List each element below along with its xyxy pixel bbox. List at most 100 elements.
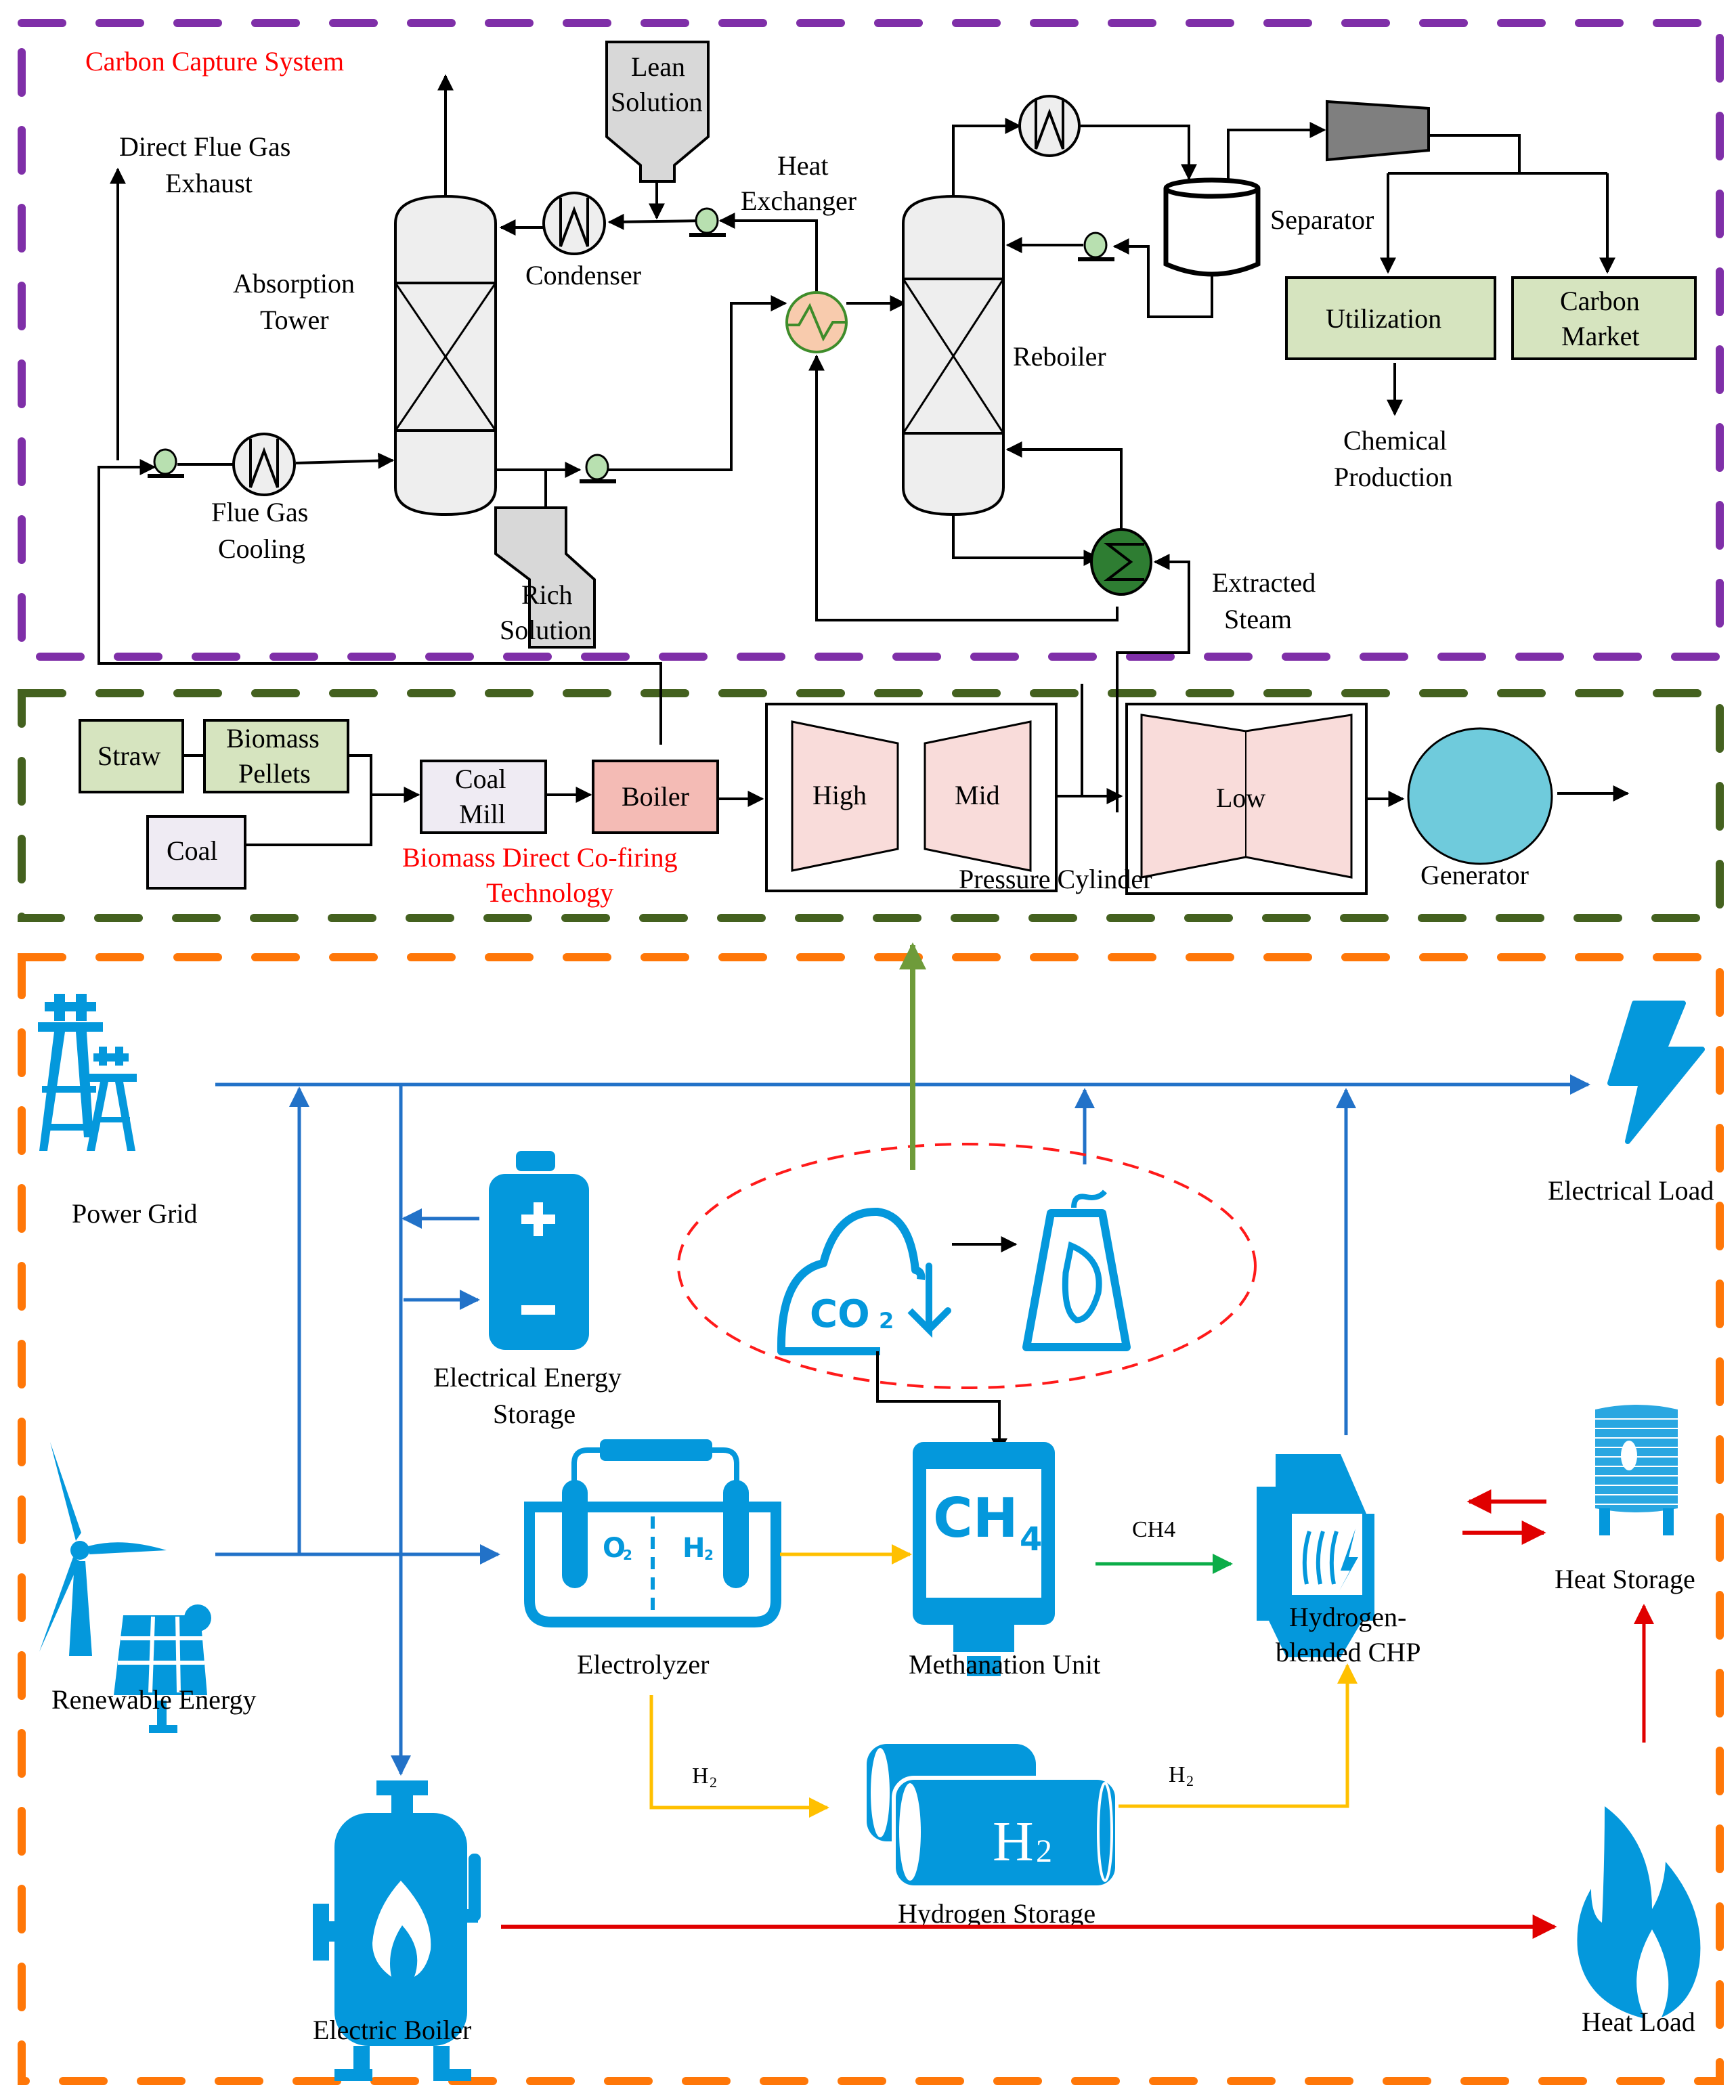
chp-label-2: blended CHP (1276, 1637, 1420, 1667)
pipe (608, 295, 787, 471)
pipe (607, 213, 705, 230)
pipe (1005, 441, 1123, 529)
heat-storage-tank-icon (1595, 1405, 1678, 1535)
pump-icon (1078, 232, 1114, 261)
solar-panel-icon (114, 1604, 211, 1733)
extracted-steam-line (1116, 554, 1190, 812)
heat-storage-label: Heat Storage (1555, 1564, 1695, 1594)
direct-flue-gas-label-2: Exhaust (165, 168, 253, 198)
pipe (1112, 238, 1213, 318)
ch4-text: CH (933, 1487, 1018, 1550)
rich-solution-label-2: Solution (500, 615, 592, 645)
co-firing-border (18, 689, 1724, 922)
h2-flow-subscript-right: 2 (1186, 1772, 1194, 1789)
overhead-condenser-icon (1018, 95, 1081, 157)
h2-storage-to-chp-line (1119, 1663, 1358, 1808)
generator-icon (1407, 727, 1553, 865)
o2-subscript: 2 (623, 1547, 632, 1563)
absorption-tower-label-2: Tower (260, 305, 329, 335)
pipe (1081, 125, 1197, 181)
h2-flow-label-left: H (692, 1764, 709, 1789)
pump-icon (689, 207, 726, 237)
extracted-steam-label: Extracted (1212, 567, 1316, 598)
flue-gas-cooling-label-2: Cooling (218, 533, 305, 564)
coal-box (146, 815, 246, 890)
pump-icon (148, 448, 184, 478)
electrolyzer-to-h2-storage-line (649, 1695, 829, 1818)
lean-solution-label: Lean (631, 51, 685, 82)
utilization-box (1285, 276, 1496, 360)
carbon-market-label-2: Market (1561, 321, 1640, 351)
lightning-bolt-icon (1607, 1001, 1705, 1144)
pump-icon (580, 454, 616, 483)
stripper-column-icon (902, 194, 1005, 517)
flame-icon (1577, 1806, 1701, 2019)
co2-subscript: 2 (879, 1308, 894, 1334)
wind-turbine-icon (39, 1442, 167, 1656)
low-label: Low (1216, 783, 1265, 813)
pipe (808, 354, 1119, 621)
carbon-conversion-group (677, 1143, 1257, 1389)
green-factory-icon (1022, 1189, 1131, 1351)
ch4-flow-label: CH4 (1132, 1517, 1175, 1542)
renewable-label: Renewable Energy (51, 1684, 256, 1715)
generator-label: Generator (1420, 860, 1529, 890)
heat-exchanger-label: Heat (777, 150, 829, 181)
compressor-icon (1326, 100, 1430, 162)
o2-text: O (603, 1533, 626, 1564)
hydrogen-storage-label: Hydrogen Storage (898, 1898, 1095, 1929)
energy-system-border (18, 953, 1724, 2085)
co2-cloud-icon: CO 2 (777, 1207, 951, 1355)
condenser-icon (542, 192, 606, 255)
carbon-market-label: Carbon (1560, 286, 1640, 316)
boiler-box (592, 760, 719, 834)
chemical-production-label: Chemical (1343, 425, 1447, 456)
electric-boiler-label: Electric Boiler (313, 2015, 471, 2045)
boiler-label: Boiler (622, 781, 689, 812)
carbon-capture-title: Carbon Capture System (85, 46, 344, 76)
lean-solution-tank-icon (605, 41, 710, 183)
biomass-pellets-label-2: Pellets (238, 758, 311, 789)
h2-flow-subscript-left: 2 (710, 1774, 717, 1791)
h2-text: H (682, 1533, 705, 1564)
coal-mill-box (420, 760, 547, 834)
coal-mill-label-2: Mill (459, 799, 506, 829)
biomass-pellets-label: Biomass (226, 723, 320, 753)
pipe (295, 452, 395, 469)
h2-flow-label-right: H (1169, 1762, 1186, 1787)
rich-solution-tank-icon (494, 506, 596, 649)
flue-gas-cooler-icon (232, 433, 296, 496)
pipe (952, 515, 1100, 566)
electric-boiler-icon (313, 1780, 481, 2081)
separator-icon (1163, 177, 1261, 277)
pipe (1227, 122, 1326, 181)
rich-solution-label: Rich (521, 579, 573, 610)
ees-label: Electrical Energy (433, 1362, 622, 1393)
chp-unit-icon (1257, 1454, 1374, 1657)
high-label: High (812, 780, 867, 810)
ch4-subscript: 4 (1020, 1521, 1042, 1558)
reboiler-label: Reboiler (1013, 341, 1106, 372)
high-pressure-turbine (791, 720, 899, 872)
direct-flue-gas-label: Direct Flue Gas (119, 131, 290, 162)
ees-label-2: Storage (493, 1399, 576, 1429)
mid-pressure-turbine (924, 720, 1032, 872)
pipe (1429, 134, 1521, 173)
electrical-load-label: Electrical Load (1548, 1175, 1714, 1206)
chemical-production-label-2: Production (1334, 462, 1453, 492)
hydrogen-storage-icon: H 2 (867, 1744, 1119, 1889)
flue-gas-return-line (97, 459, 662, 745)
chp-label: Hydrogen- (1289, 1602, 1406, 1632)
pressure-cylinder-label: Pressure Cylinder (959, 864, 1152, 894)
h2-tank-text: H (993, 1810, 1034, 1873)
heat-exchanger-icon (785, 291, 848, 353)
heat-exchanger-label-2: Exchanger (741, 185, 856, 216)
separator-label: Separator (1270, 204, 1374, 235)
absorption-tower-label: Absorption (233, 268, 355, 299)
flue-gas-cooling-label: Flue Gas (211, 497, 308, 527)
pipe (952, 118, 1022, 196)
straw-label: Straw (97, 741, 160, 771)
electrolyzer-label: Electrolyzer (577, 1649, 709, 1680)
pipe (245, 754, 372, 846)
